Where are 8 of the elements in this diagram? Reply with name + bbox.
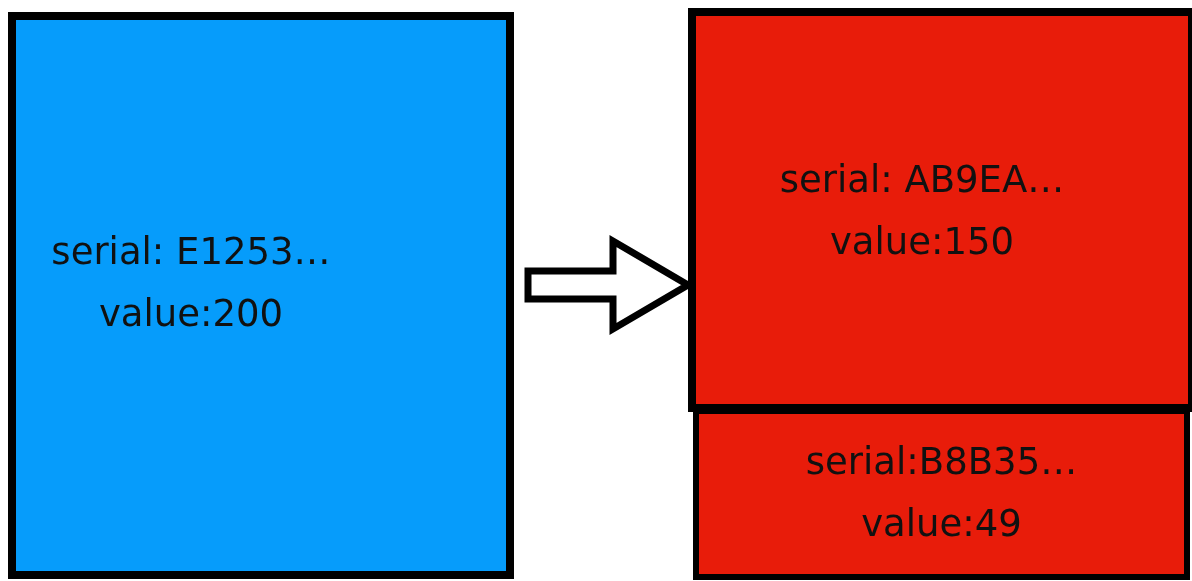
box-text: serial: AB9EA…: [778, 158, 1066, 201]
box: [8, 12, 514, 579]
box-text: value:150: [828, 220, 1016, 263]
box-text: serial:B8B35…: [804, 440, 1079, 483]
box-text: value:49: [860, 502, 1023, 545]
box: [688, 8, 1192, 412]
box-text: value:200: [97, 292, 285, 335]
box-text: serial: E1253…: [50, 230, 332, 273]
